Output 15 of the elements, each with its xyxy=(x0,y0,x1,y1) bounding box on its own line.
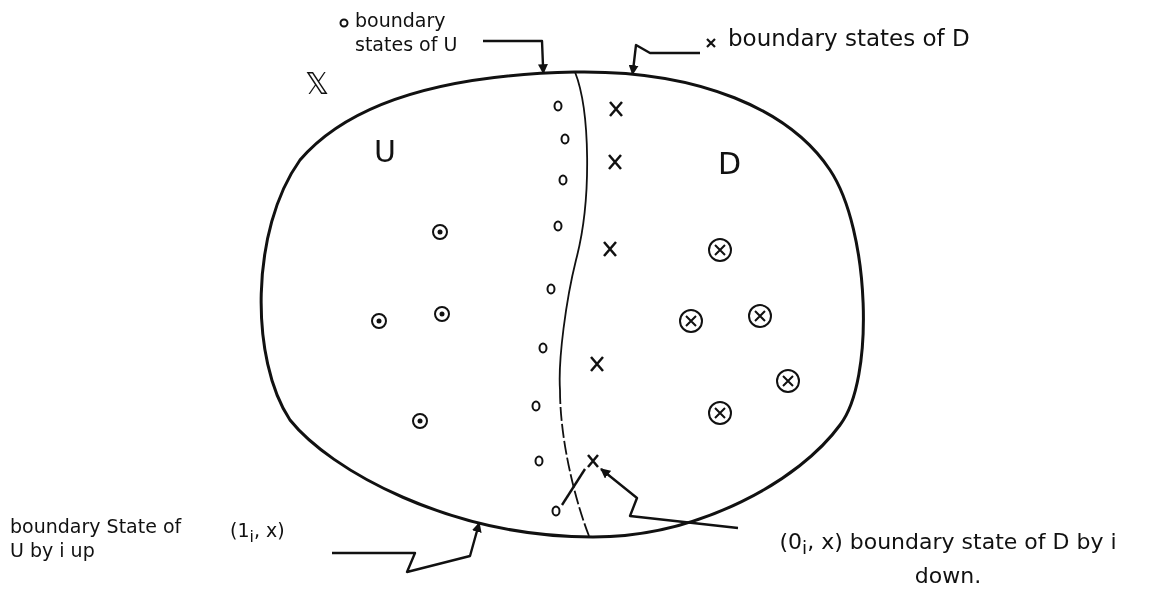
connector-line xyxy=(561,468,586,506)
set-symbol: 𝕏 xyxy=(305,66,331,102)
annotation-text: boundary states of U xyxy=(355,8,459,56)
annotation-text: boundary states of D xyxy=(728,24,971,53)
arrow xyxy=(332,522,482,574)
annotation-text: (0$_{i}$, x) boundary state of D by i down. xyxy=(778,528,1118,591)
dot-icon xyxy=(550,505,562,517)
cross-icon xyxy=(585,453,601,469)
annotation-text: (1$_{i}$, x) xyxy=(230,518,286,548)
arrow xyxy=(628,43,700,76)
arrow xyxy=(483,39,548,75)
region-label: U xyxy=(374,134,397,170)
annotation-text: boundary State of U by i up xyxy=(10,514,182,562)
arrow xyxy=(600,468,739,530)
region-label: D xyxy=(718,146,743,182)
